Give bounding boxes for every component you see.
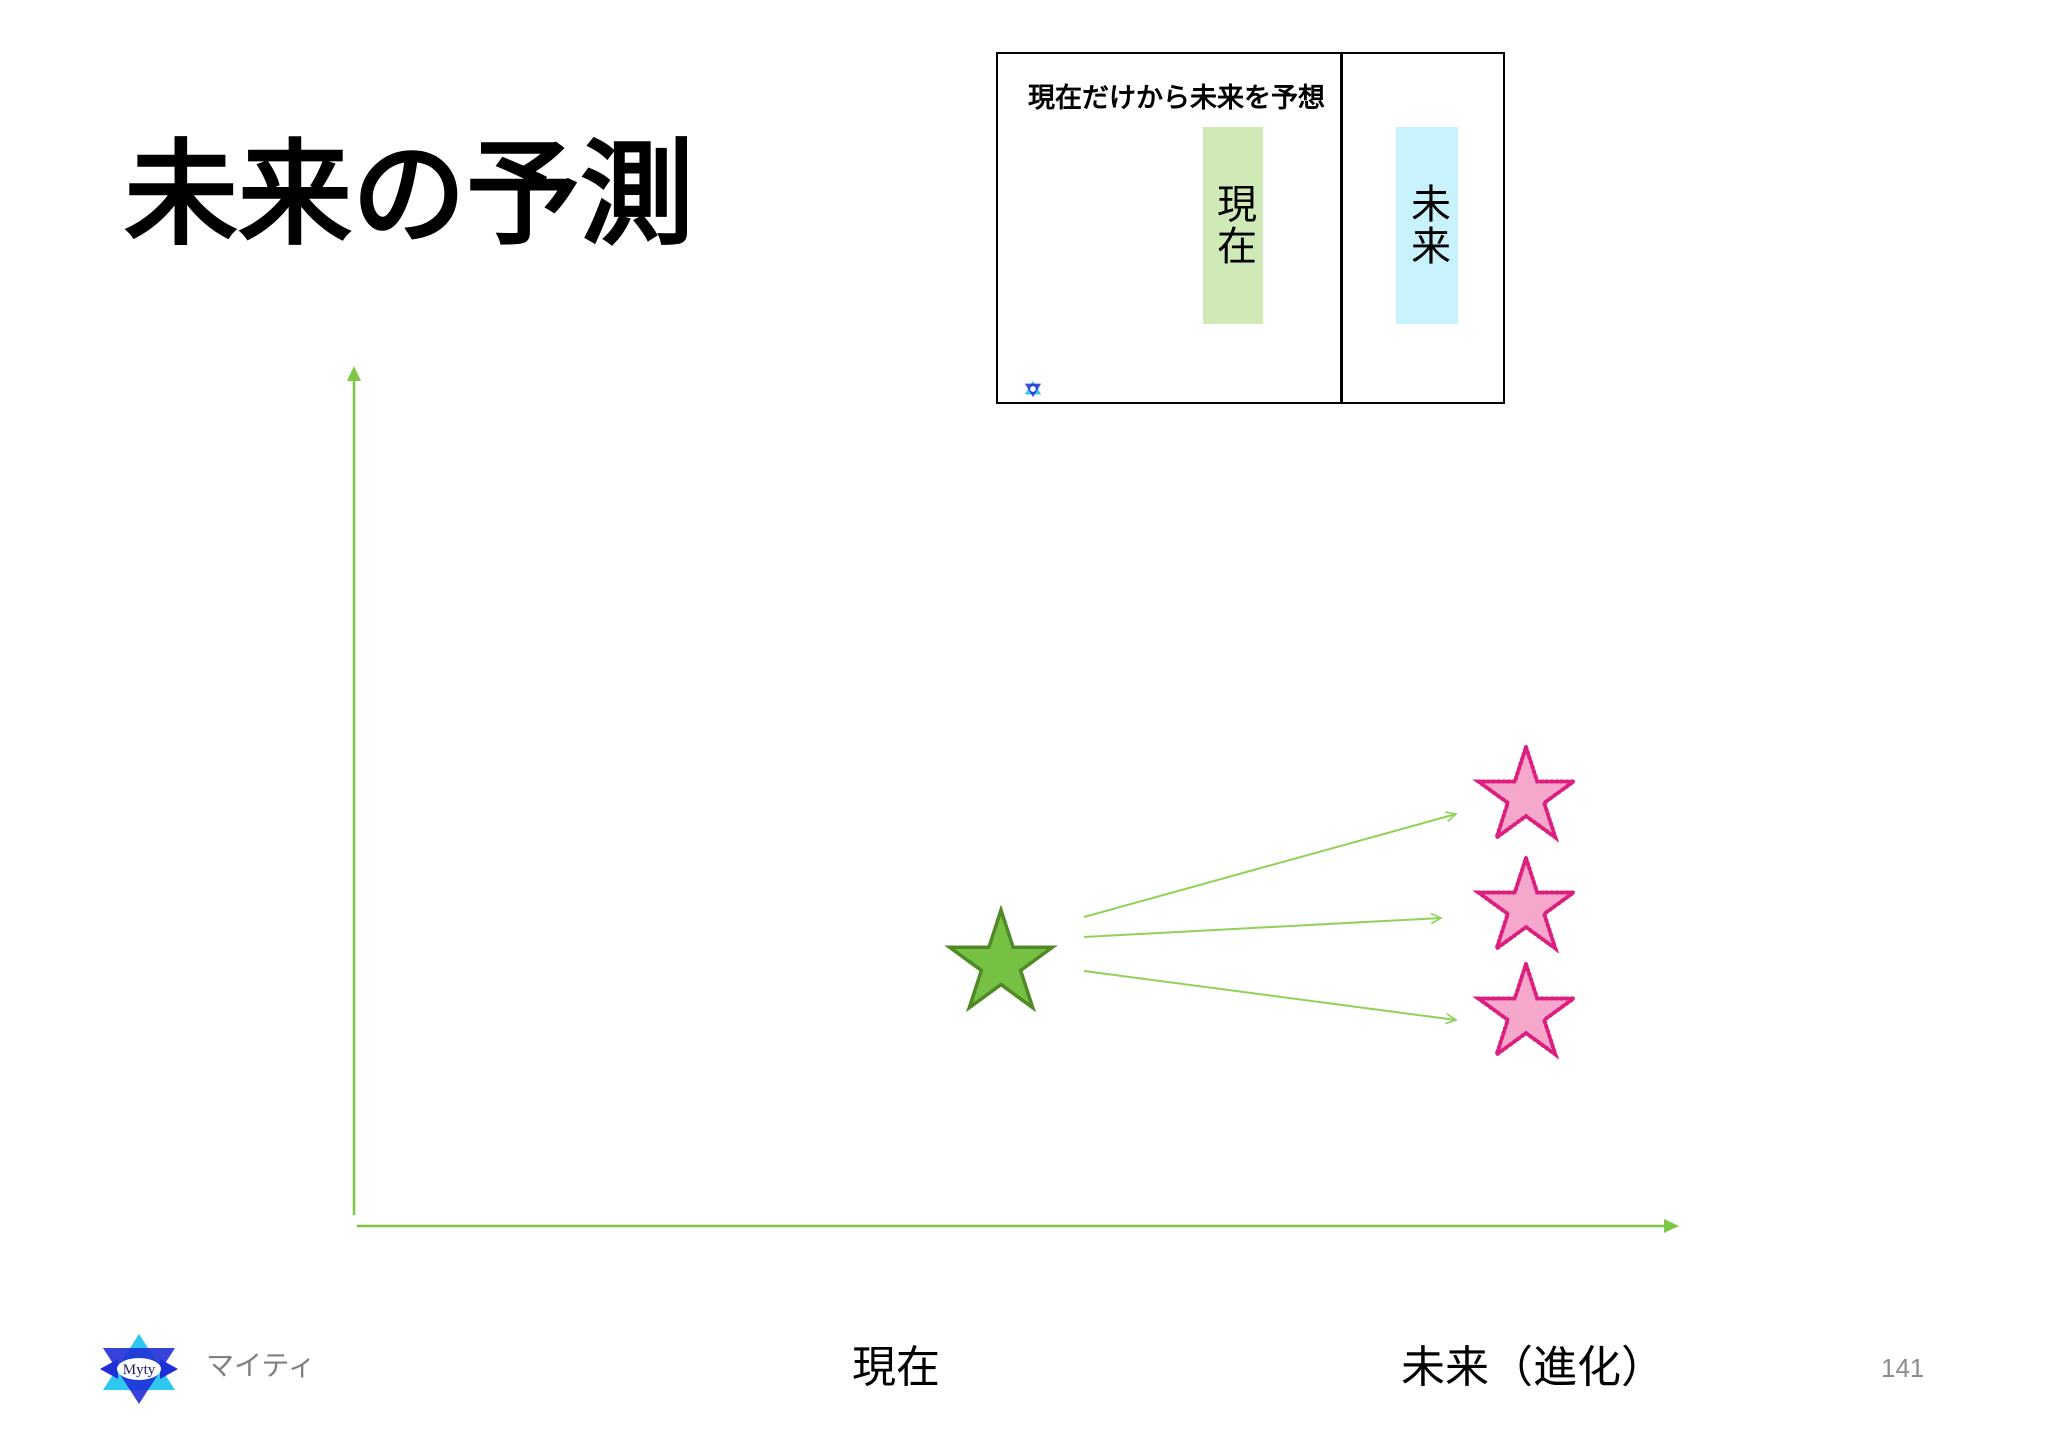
prediction-arrow-lower xyxy=(1083,970,1456,1020)
logo-point-left xyxy=(100,1359,118,1379)
present-star-icon xyxy=(944,904,1058,1013)
page-number: 141 xyxy=(1881,1353,1925,1383)
inset-future-box: 未来 xyxy=(1396,127,1458,324)
future-star-icon-middle xyxy=(1472,851,1580,954)
inset-caption: 現在だけから未来を予想 xyxy=(1028,83,1325,114)
logo-text: Myty xyxy=(123,1362,156,1378)
inset-future-label: 未来 xyxy=(1404,183,1450,267)
x-label-present: 現在 xyxy=(852,1342,940,1393)
inset-present-box: 現在 xyxy=(1203,127,1263,324)
slide-title: 未来の予測 xyxy=(124,127,695,261)
logo-center xyxy=(117,1358,161,1380)
x-label-future: 未来（進化） xyxy=(1401,1342,1665,1393)
myty-logo-icon: Myty xyxy=(100,1334,178,1404)
future-star-icon-top xyxy=(1472,740,1580,843)
inset-present-label: 現在 xyxy=(1210,183,1256,267)
future-star-icon-bottom xyxy=(1472,957,1580,1060)
prediction-arrow-upper xyxy=(1083,814,1456,918)
inset-thumbnail: 現在だけから未来を予想 現在 未来 xyxy=(996,52,1505,404)
myty-logo-icon xyxy=(1024,380,1042,398)
logo-point-right xyxy=(160,1359,178,1379)
y-axis-arrowhead xyxy=(347,366,361,381)
x-axis-arrowhead xyxy=(1664,1219,1679,1233)
brand-name: マイティ xyxy=(206,1349,316,1382)
logo-center xyxy=(1030,386,1036,392)
inset-divider xyxy=(1340,54,1343,402)
prediction-arrow-middle xyxy=(1083,918,1441,938)
